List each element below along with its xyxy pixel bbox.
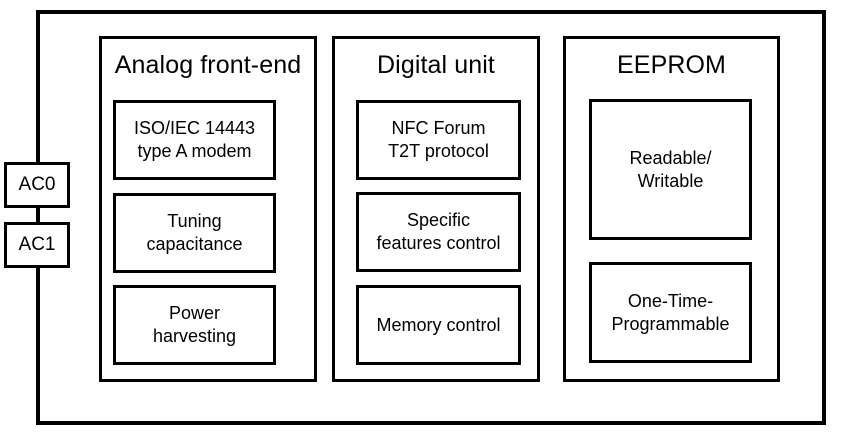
block-specific-features-control-label: Specific features control	[376, 210, 501, 253]
block-power-harvesting[interactable]: Power harvesting	[113, 285, 276, 365]
group-eeprom-title: EEPROM	[617, 51, 726, 79]
block-memory-control-label: Memory control	[376, 314, 501, 335]
antenna-pin-ac1-label: AC1	[18, 234, 56, 255]
antenna-pin-ac0[interactable]: AC0	[4, 162, 70, 208]
antenna-pin-ac0-label: AC0	[18, 174, 56, 195]
group-digital-unit-title: Digital unit	[377, 51, 495, 79]
block-iso-iec-14443-type-a-modem[interactable]: ISO/IEC 14443 type A modem	[113, 100, 276, 180]
block-iso-iec-14443-type-a-modem-label: ISO/IEC 14443 type A modem	[133, 118, 256, 161]
block-memory-control[interactable]: Memory control	[356, 285, 521, 365]
block-readable-writable[interactable]: Readable/ Writable	[589, 99, 752, 240]
block-readable-writable-label: Readable/ Writable	[629, 147, 712, 191]
block-power-harvesting-label: Power harvesting	[152, 303, 237, 346]
block-nfc-forum-t2t-protocol-label: NFC Forum T2T protocol	[388, 118, 489, 161]
group-analog-front-end-title: Analog front-end	[114, 51, 302, 79]
block-nfc-forum-t2t-protocol[interactable]: NFC Forum T2T protocol	[356, 100, 521, 180]
antenna-wire-bottom-segment	[36, 265, 40, 425]
antenna-wire-top-segment	[36, 10, 40, 165]
block-tuning-capacitance[interactable]: Tuning capacitance	[113, 193, 276, 273]
block-one-time-programmable-label: One-Time- Programmable	[611, 290, 730, 334]
block-tuning-capacitance-label: Tuning capacitance	[146, 211, 243, 254]
block-one-time-programmable[interactable]: One-Time- Programmable	[589, 262, 752, 363]
block-specific-features-control[interactable]: Specific features control	[356, 192, 521, 272]
antenna-wire-mid-segment	[36, 205, 40, 225]
antenna-pin-ac1[interactable]: AC1	[4, 222, 70, 268]
